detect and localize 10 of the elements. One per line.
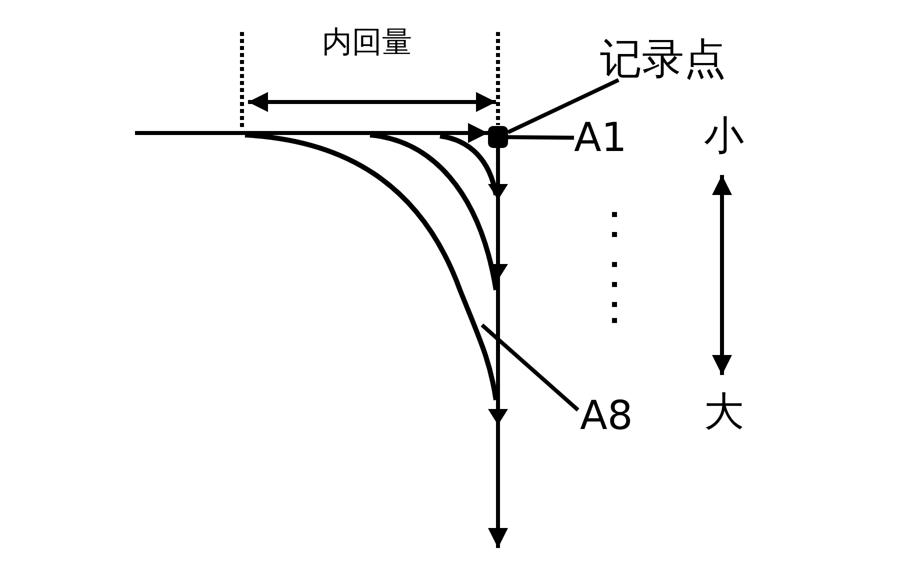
leader-line [508,135,574,140]
dimension-label: 内回量 [322,28,412,58]
record-point-marker [488,126,508,148]
leader-line [507,78,620,134]
callout-label: A8 [580,396,633,436]
leader-line [480,324,580,412]
point-label: 记录点 [600,38,726,80]
scale-label: 大 [704,392,744,432]
scale-label: 小 [704,116,744,156]
callout-label: A1 [574,118,627,158]
